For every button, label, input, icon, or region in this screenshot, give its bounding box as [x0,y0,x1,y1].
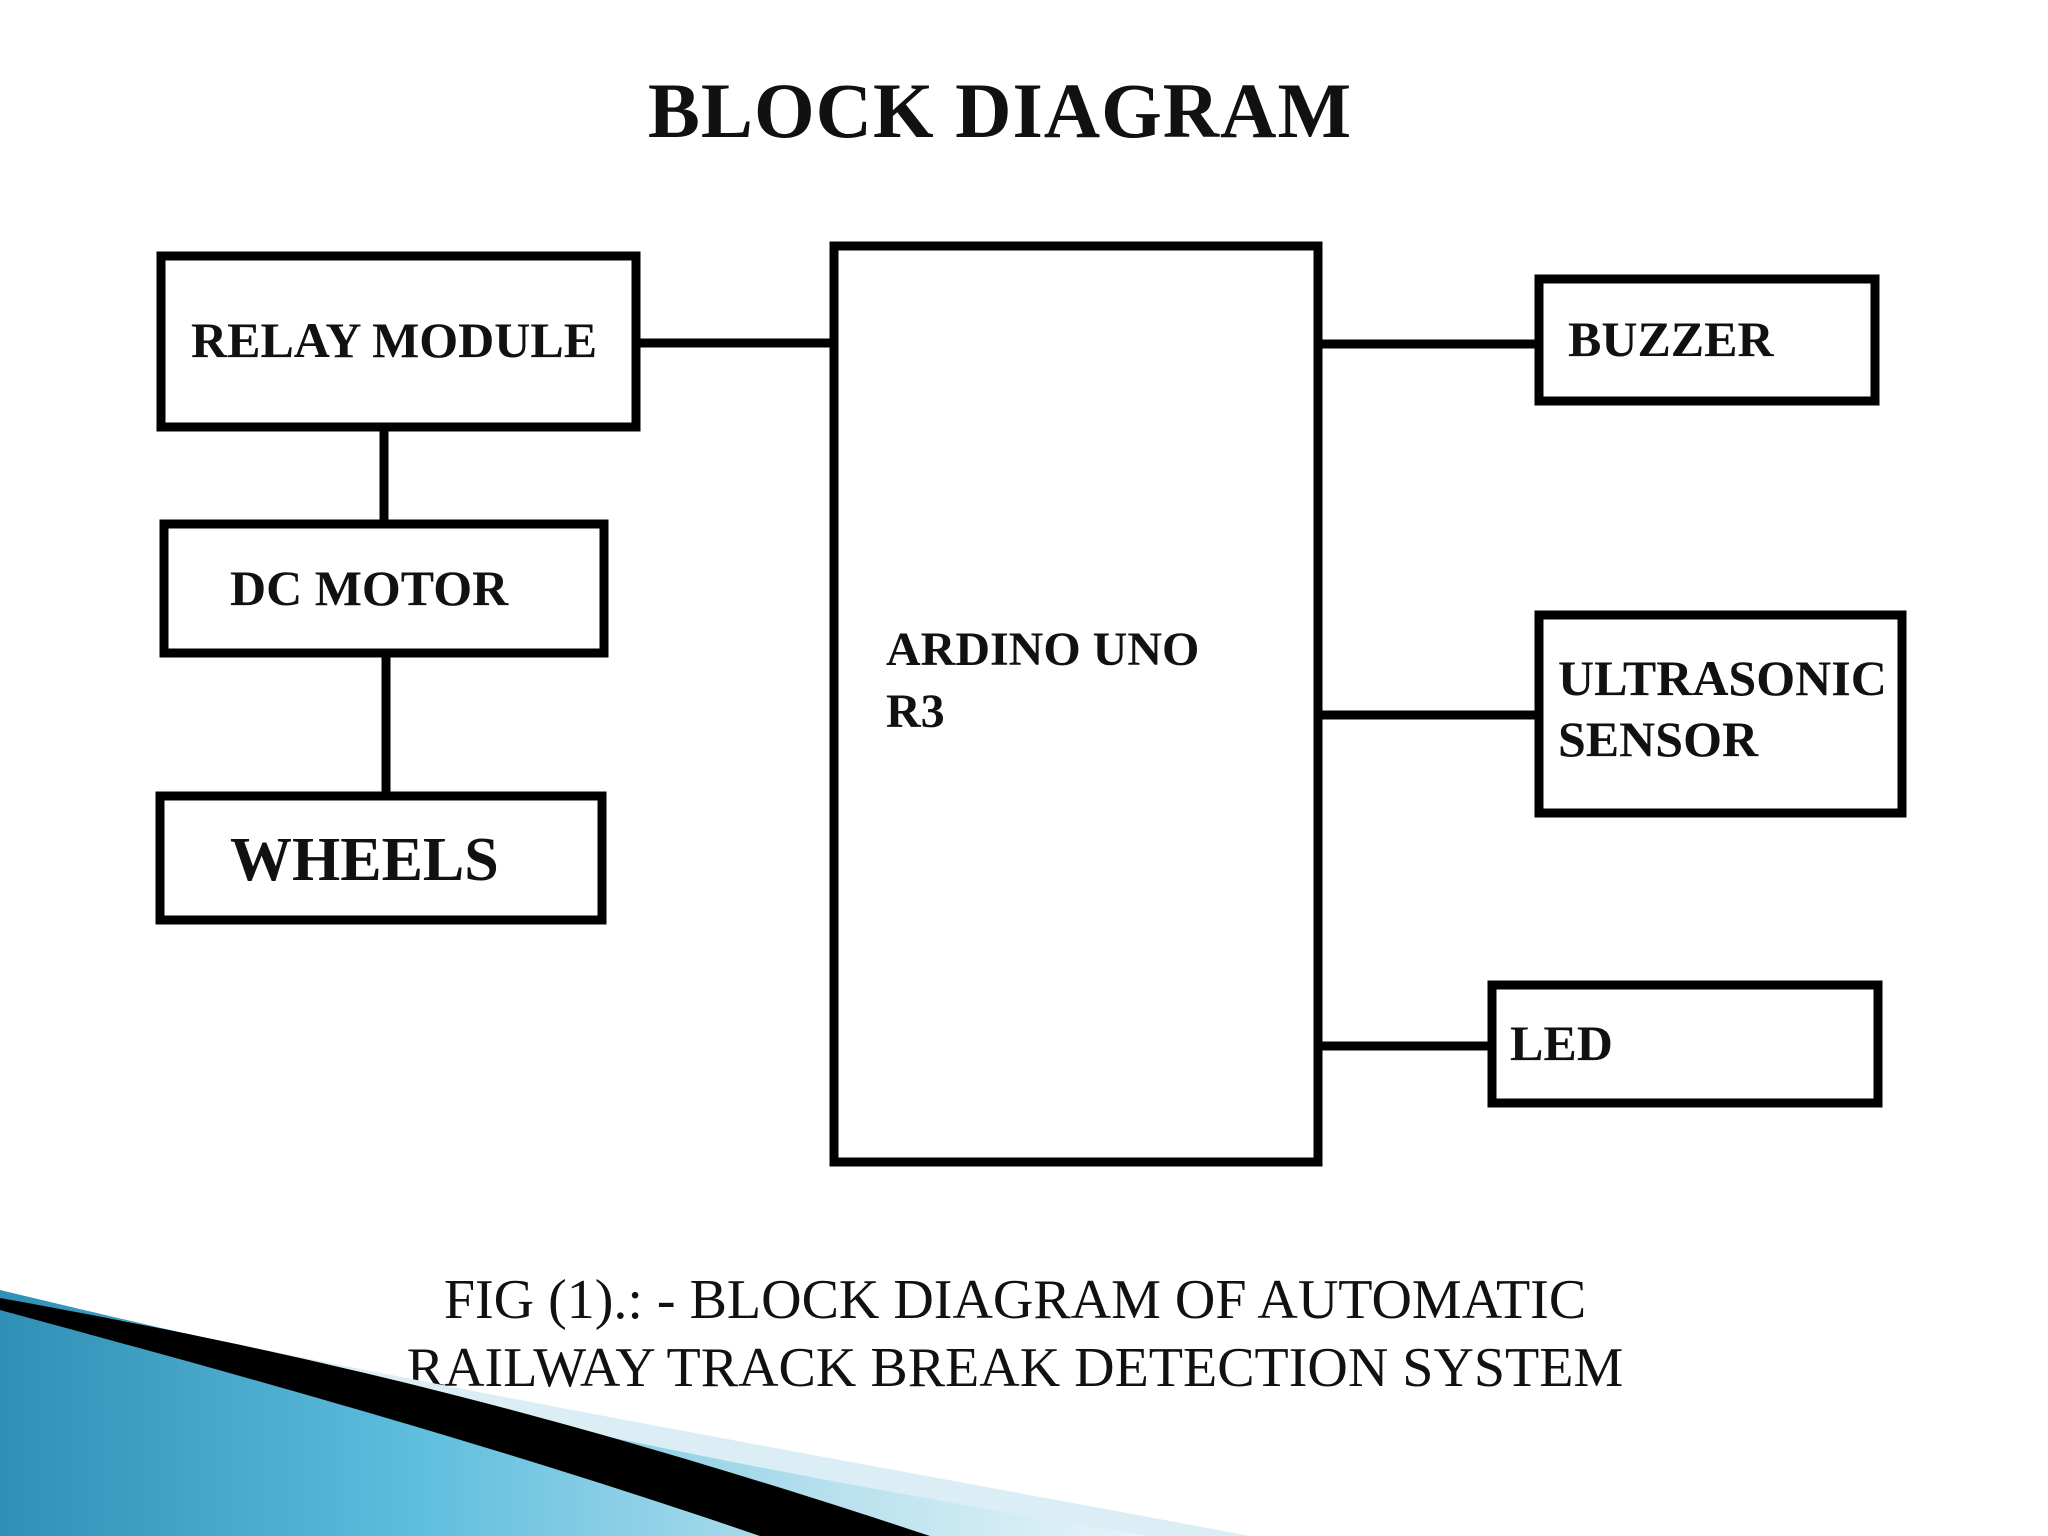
wheels-label: WHEELS [230,826,499,894]
wheels-box [155,791,607,925]
arduino-box [829,241,1323,1167]
ultrasonic-label-line2: SENSOR [1558,711,1759,767]
arduino-label-line2: R3 [886,685,945,738]
led-label: LED [1510,1015,1613,1071]
caption-line-1: FIG (1).: - BLOCK DIAGRAM OF AUTOMATIC [443,1269,1587,1331]
caption-line-2: RAILWAY TRACK BREAK DETECTION SYSTEM [406,1337,1624,1399]
dc-motor-label: DC MOTOR [230,560,509,616]
ultrasonic-label-line1: ULTRASONIC [1558,650,1887,706]
page-title: BLOCK DIAGRAM [647,67,1353,154]
arduino-label-line1: ARDINO UNO [886,623,1199,676]
figure-caption: FIG (1).: - BLOCK DIAGRAM OF AUTOMATIC R… [0,1266,2030,1402]
buzzer-label: BUZZER [1568,311,1775,367]
relay-module-label: RELAY MODULE [191,312,597,368]
